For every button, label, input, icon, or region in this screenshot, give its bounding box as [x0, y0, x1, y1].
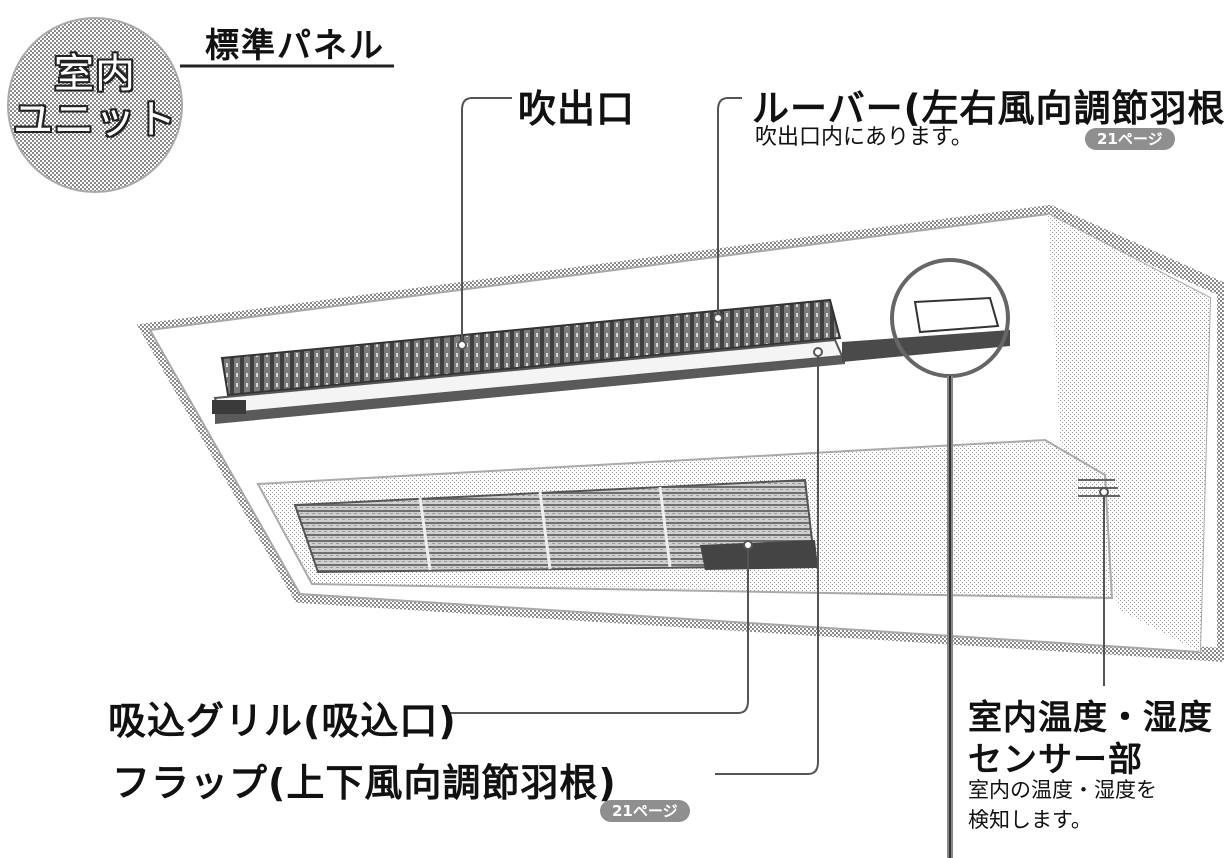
leader-dot [457, 340, 467, 350]
grille-divider [658, 486, 672, 568]
outlet-label: 吹出口 [518, 87, 636, 131]
sensor-label-line1: 室内温度・湿度 [968, 698, 1213, 738]
leader-flap [715, 352, 819, 775]
flap-label: フラップ(上下風向調節羽根) [112, 761, 617, 805]
badge-circle [7, 17, 183, 193]
outlet-slot [220, 298, 842, 397]
louver-note: 吹出口内にあります。 [755, 125, 973, 150]
leader-dot [713, 313, 723, 323]
panel-frame-shadow [136, 204, 1224, 663]
page-title: 標準パネル [205, 26, 385, 66]
flap-page-ref[interactable]: 21ページ [600, 800, 690, 822]
outlet-slot-right [842, 330, 1010, 362]
sensor-note-line2: 検知します。 [968, 808, 1092, 832]
intake-grille-label: 吸込グリル(吸込口) [108, 699, 457, 743]
leader-dot [743, 540, 753, 550]
louver-page-ref[interactable]: 21ページ [1085, 128, 1175, 150]
leader-louver [717, 97, 742, 318]
louver-label: ルーバー(左右風向調節羽根) [752, 87, 1224, 130]
panel-right-shade [1048, 214, 1210, 652]
outlet-slot-left-edge [212, 400, 246, 414]
badge-line2: ユニット [13, 97, 177, 143]
grille-divider [418, 497, 432, 571]
badge-line1: 室内 [54, 51, 136, 97]
grille-divider [538, 491, 552, 570]
sensor-window [913, 296, 1000, 334]
leader-dot [1099, 487, 1109, 497]
sensor-note-line1: 室内の温度・湿度を [968, 778, 1157, 802]
sensor-label-line2: センサー部 [968, 740, 1143, 780]
leader-outlet [461, 97, 512, 345]
flap-underside [215, 356, 845, 424]
leader-intake [450, 545, 749, 714]
grille-dark-band [700, 540, 818, 570]
leader-dot [813, 347, 823, 357]
